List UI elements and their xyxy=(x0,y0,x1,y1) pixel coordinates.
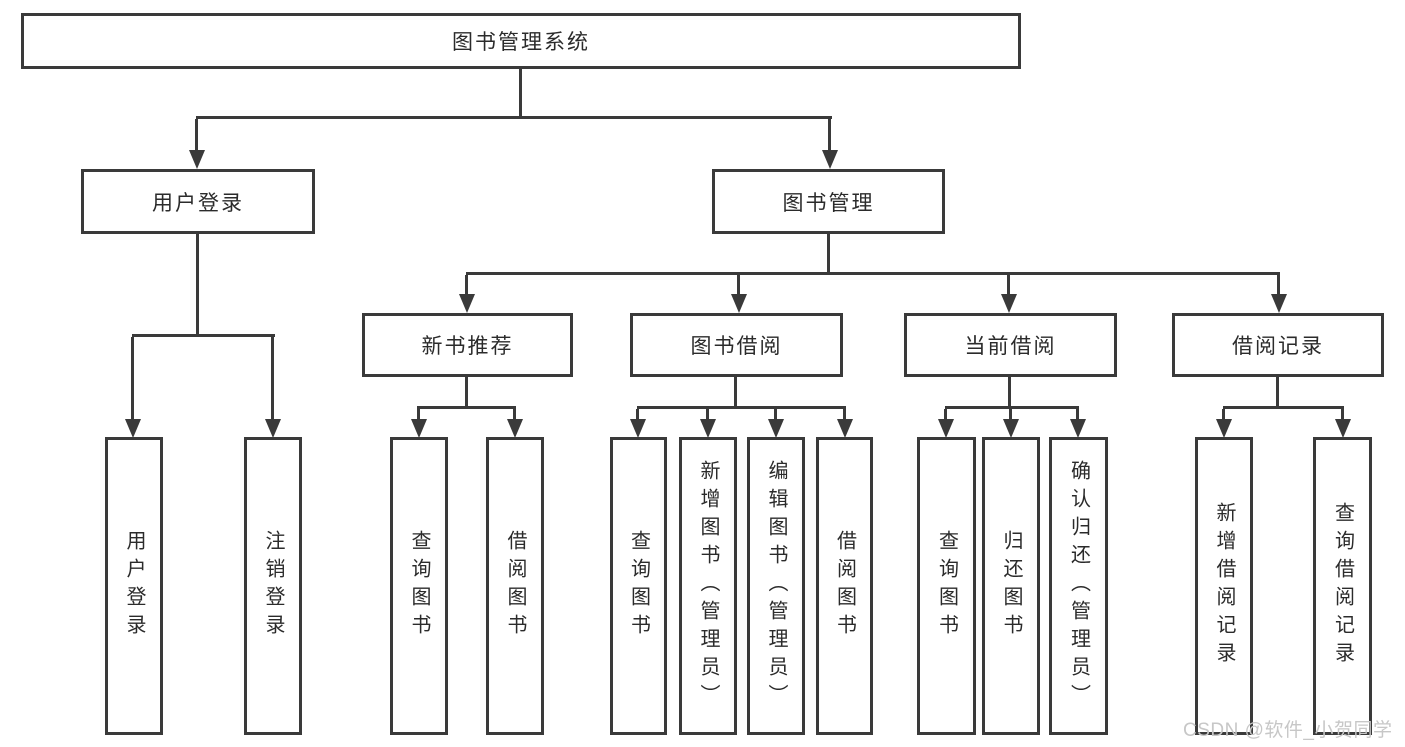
arrow-down-icon xyxy=(630,419,646,438)
connector-hline xyxy=(1223,406,1344,409)
leaf-cb-return-book-label: 归还图书 xyxy=(1000,530,1022,642)
node-current-borrowing-label: 当前借阅 xyxy=(964,335,1057,358)
leaf-cb-return-book: 归还图书 xyxy=(982,437,1040,735)
leaf-bb-borrow-book: 借阅图书 xyxy=(816,437,873,735)
connector-vline xyxy=(737,275,740,295)
connector-vline xyxy=(944,409,947,420)
connector-vline xyxy=(465,275,468,295)
node-book-borrowing-label: 图书借阅 xyxy=(690,335,783,358)
connector-vline xyxy=(131,337,134,420)
connector-hline xyxy=(196,116,832,119)
leaf-nb-query-book: 查询图书 xyxy=(390,437,448,735)
connector-vline xyxy=(1076,409,1079,420)
arrow-down-icon xyxy=(938,419,954,438)
connector-vline xyxy=(828,119,831,151)
connector-hline xyxy=(945,406,1079,409)
leaf-bb-borrow-book-label: 借阅图书 xyxy=(833,530,856,642)
connector-vline xyxy=(1222,409,1225,420)
arrow-down-icon xyxy=(700,419,716,438)
connector-vline xyxy=(636,409,639,420)
arrow-down-icon xyxy=(507,419,523,438)
arrow-down-icon xyxy=(411,419,427,438)
node-book-management: 图书管理 xyxy=(712,169,945,234)
leaf-nb-borrow-book-label: 借阅图书 xyxy=(504,530,526,642)
leaf-br-add-borrow-record: 新增借阅记录 xyxy=(1195,437,1253,735)
connector-vline xyxy=(1009,409,1012,420)
node-user-login-label: 用户登录 xyxy=(152,191,244,215)
arrow-down-icon xyxy=(768,419,784,438)
leaf-logout-login: 注销登录 xyxy=(244,437,302,735)
connector-vline xyxy=(195,119,198,151)
leaf-br-query-borrow-record-label: 查询借阅记录 xyxy=(1331,502,1354,670)
arrow-down-icon xyxy=(1335,419,1351,438)
node-new-book-recommend-label: 新书推荐 xyxy=(421,335,514,358)
node-current-borrowing: 当前借阅 xyxy=(904,313,1117,377)
leaf-user-login: 用户登录 xyxy=(105,437,163,735)
leaf-br-query-borrow-record: 查询借阅记录 xyxy=(1313,437,1372,735)
node-new-book-recommend: 新书推荐 xyxy=(362,313,573,377)
node-book-borrowing: 图书借阅 xyxy=(630,313,843,377)
arrow-down-icon xyxy=(189,150,205,169)
connector-vline xyxy=(519,68,522,118)
leaf-cb-query-book: 查询图书 xyxy=(917,437,976,735)
arrow-down-icon xyxy=(822,150,838,169)
connector-vline xyxy=(513,409,516,420)
csdn-watermark: CSDN @软件_小贺同学 xyxy=(1183,720,1393,741)
connector-vline xyxy=(465,377,468,408)
connector-vline xyxy=(196,234,199,335)
connector-vline xyxy=(1277,275,1280,295)
connector-vline xyxy=(1276,377,1279,408)
arrow-down-icon xyxy=(1216,419,1232,438)
connector-vline xyxy=(1008,377,1011,408)
leaf-nb-query-book-label: 查询图书 xyxy=(408,530,430,642)
connector-vline xyxy=(774,409,777,420)
arrow-down-icon xyxy=(1271,294,1287,313)
connector-vline xyxy=(1341,409,1344,420)
arrow-down-icon xyxy=(1070,419,1086,438)
node-borrow-records-label: 借阅记录 xyxy=(1232,335,1324,358)
leaf-br-add-borrow-record-label: 新增借阅记录 xyxy=(1213,502,1235,670)
node-book-management-label: 图书管理 xyxy=(782,191,875,215)
connector-vline xyxy=(706,409,709,420)
connector-vline xyxy=(734,377,737,408)
arrow-down-icon xyxy=(837,419,853,438)
arrow-down-icon xyxy=(459,294,475,313)
leaf-logout-login-label: 注销登录 xyxy=(262,530,284,642)
leaf-bb-add-book-admin: 新增图书（管理员） xyxy=(679,437,737,735)
arrow-down-icon xyxy=(1001,294,1017,313)
node-library-system: 图书管理系统 xyxy=(21,13,1021,69)
connector-hline xyxy=(466,272,1280,275)
leaf-bb-add-book-admin-label: 新增图书（管理员） xyxy=(697,460,719,712)
arrow-down-icon xyxy=(731,294,747,313)
connector-vline xyxy=(843,409,846,420)
node-library-system-label: 图书管理系统 xyxy=(452,31,590,54)
leaf-bb-edit-book-admin-label: 编辑图书（管理员） xyxy=(765,460,787,712)
leaf-cb-query-book-label: 查询图书 xyxy=(935,530,958,642)
arrow-down-icon xyxy=(1003,419,1019,438)
leaf-bb-query-book-label: 查询图书 xyxy=(627,530,650,642)
arrow-down-icon xyxy=(125,419,141,438)
connector-vline xyxy=(271,337,274,420)
connector-vline xyxy=(1007,275,1010,295)
leaf-bb-edit-book-admin: 编辑图书（管理员） xyxy=(747,437,805,735)
leaf-user-login-label: 用户登录 xyxy=(123,530,145,642)
leaf-cb-confirm-return-admin-label: 确认归还（管理员） xyxy=(1067,460,1090,712)
leaf-nb-borrow-book: 借阅图书 xyxy=(486,437,544,735)
connector-vline xyxy=(417,409,420,420)
connector-hline xyxy=(132,334,275,337)
connector-hline xyxy=(417,406,516,409)
connector-hline xyxy=(637,406,846,409)
leaf-cb-confirm-return-admin: 确认归还（管理员） xyxy=(1049,437,1108,735)
node-user-login: 用户登录 xyxy=(81,169,315,234)
connector-vline xyxy=(827,234,830,274)
arrow-down-icon xyxy=(265,419,281,438)
leaf-bb-query-book: 查询图书 xyxy=(610,437,667,735)
node-borrow-records: 借阅记录 xyxy=(1172,313,1384,377)
